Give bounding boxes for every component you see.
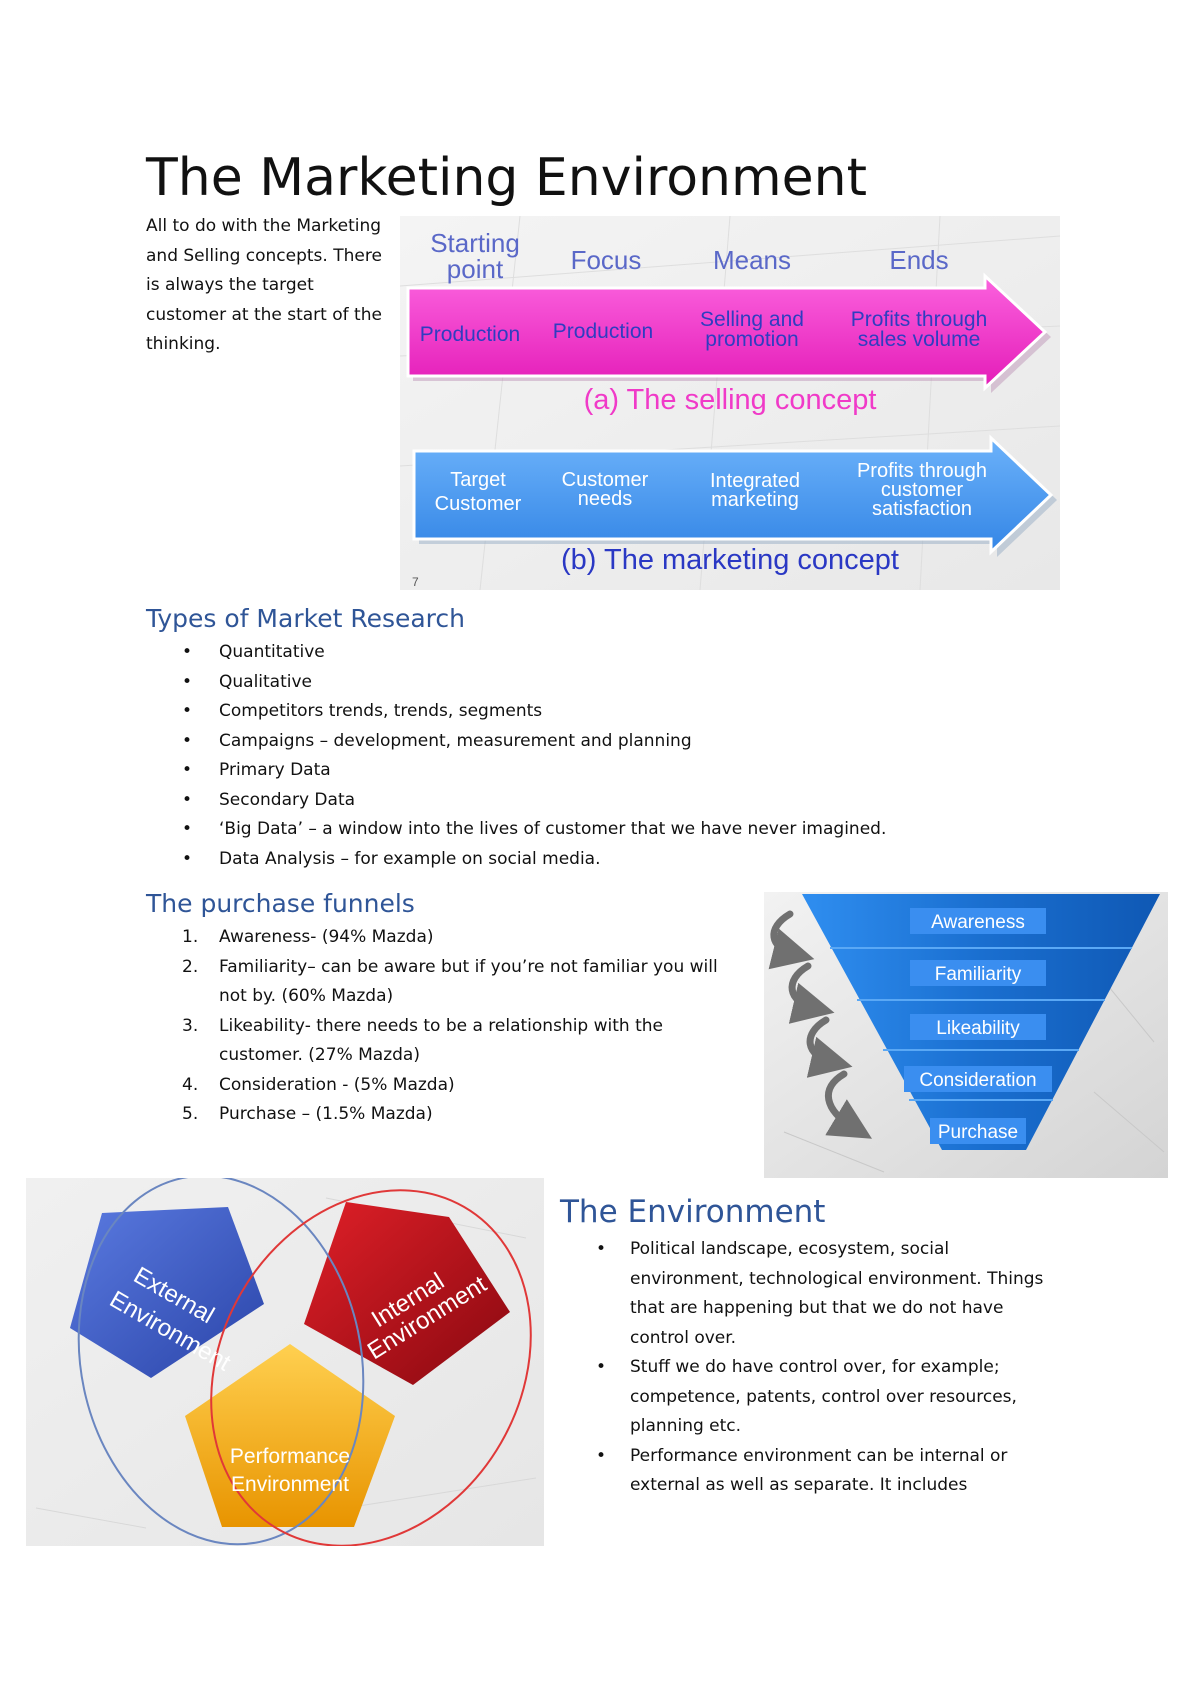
selling-cell-2: Production xyxy=(553,320,653,343)
funnel-heading: The purchase funnels xyxy=(146,889,415,918)
marketing-cell-3-line1: Integrated xyxy=(710,470,800,492)
concepts-figure: Starting point Focus Means Ends Producti… xyxy=(400,216,1060,590)
funnel-item-text: Likeability- there needs to be a relatio… xyxy=(219,1015,664,1066)
research-item: ‘Big Data’ – a window into the lives of … xyxy=(146,815,1046,845)
stage-familiarity: Familiarity xyxy=(935,964,1022,985)
research-item: Campaigns – development, measurement and… xyxy=(146,727,1046,757)
stage-awareness: Awareness xyxy=(931,912,1025,933)
funnel-item: 2. Familiarity– can be aware but if you’r… xyxy=(146,953,726,1012)
performance-label-line2: Environment xyxy=(231,1473,349,1496)
research-item: Competitors trends, trends, segments xyxy=(146,697,1046,727)
research-item: Qualitative xyxy=(146,668,1046,698)
research-list: QuantitativeQualitativeCompetitors trend… xyxy=(146,638,1046,874)
funnel-item-text: Purchase – (1.5% Mazda) xyxy=(219,1104,433,1124)
marketing-cell-1-line2: Customer xyxy=(435,493,522,515)
marketing-cell-2-line1: Customer xyxy=(562,469,649,491)
funnel-item: 3. Likeability- there needs to be a relat… xyxy=(146,1012,726,1071)
environments-figure: External Environment Internal Environmen… xyxy=(26,1178,544,1546)
external-pentagon xyxy=(70,1207,264,1378)
page-title: The Marketing Environment xyxy=(146,148,867,208)
selling-cell-3-line1: Selling and xyxy=(700,308,804,331)
external-ellipse xyxy=(77,1178,365,1546)
selling-cell-4-line2: sales volume xyxy=(858,328,981,351)
marketing-cell-4-line2: customer xyxy=(881,479,964,501)
selling-concept-arrow xyxy=(406,272,1048,392)
marketing-cell-3-line2: marketing xyxy=(711,489,799,511)
funnel-item-number: 5. xyxy=(182,1104,199,1124)
research-heading: Types of Market Research xyxy=(146,604,465,633)
stage-purchase: Purchase xyxy=(938,1122,1018,1143)
header-starting-line1: Starting xyxy=(430,228,520,258)
marketing-cell-1-line1: Target xyxy=(450,469,506,491)
environment-list: Political landscape, ecosystem, social e… xyxy=(560,1235,1060,1501)
internal-ellipse xyxy=(210,1189,532,1546)
funnel-item-text: Consideration - (5% Mazda) xyxy=(219,1074,455,1095)
performance-label-line1: Performance xyxy=(230,1445,350,1468)
funnel-stage-labels: Awareness Familiarity Likeability Consid… xyxy=(904,908,1052,1144)
marketing-concept-caption: (b) The marketing concept xyxy=(561,544,899,576)
funnel-figure: Awareness Familiarity Likeability Consid… xyxy=(764,892,1168,1178)
research-item: Secondary Data xyxy=(146,786,1046,816)
header-means: Means xyxy=(713,245,791,275)
header-focus: Focus xyxy=(571,245,642,275)
marketing-cell-2-line2: needs xyxy=(578,488,633,510)
research-item: Quantitative xyxy=(146,638,1046,668)
environment-item: Political landscape, ecosystem, social e… xyxy=(560,1235,1060,1353)
environment-item: Performance environment can be internal … xyxy=(560,1442,1060,1501)
research-item: Data Analysis – for example on social me… xyxy=(146,845,1046,875)
selling-cell-3-line2: promotion xyxy=(705,328,798,351)
funnel-item-text: Awareness- (94% Mazda) xyxy=(219,927,434,947)
header-ends: Ends xyxy=(889,245,948,275)
environment-heading: The Environment xyxy=(560,1194,826,1230)
funnel-item-number: 2. xyxy=(182,956,199,977)
selling-concept-caption: (a) The selling concept xyxy=(584,384,877,416)
stage-consideration: Consideration xyxy=(919,1070,1036,1091)
selling-cell-1: Production xyxy=(420,323,520,346)
funnel-list: 1. Awareness- (94% Mazda) 2. Familiarity– c… xyxy=(146,923,726,1130)
funnel-item-number: 4. xyxy=(182,1074,199,1095)
funnel-item: 5. Purchase – (1.5% Mazda) xyxy=(146,1100,726,1130)
research-item: Primary Data xyxy=(146,756,1046,786)
funnel-item: 1. Awareness- (94% Mazda) xyxy=(146,923,726,953)
marketing-concept-arrow xyxy=(412,434,1054,556)
internal-pentagon xyxy=(304,1202,510,1385)
intro-paragraph: All to do with the Marketing and Selling… xyxy=(146,216,382,354)
stage-likeability: Likeability xyxy=(936,1018,1020,1039)
funnel-item-number: 3. xyxy=(182,1015,199,1036)
funnel-item: 4. Consideration - (5% Mazda) xyxy=(146,1071,726,1101)
slide-number: 7 xyxy=(412,575,419,589)
environment-item: Stuff we do have control over, for examp… xyxy=(560,1353,1060,1442)
performance-pentagon xyxy=(185,1344,395,1527)
marketing-cell-4-line3: satisfaction xyxy=(872,498,972,520)
funnel-item-text: Familiarity– can be aware but if you’re … xyxy=(219,956,718,1007)
selling-cell-4-line1: Profits through xyxy=(851,308,988,331)
funnel-item-number: 1. xyxy=(182,927,199,947)
marketing-cell-4-line1: Profits through xyxy=(857,460,987,482)
header-starting-line2: point xyxy=(447,254,504,284)
funnel-curved-arrows xyxy=(768,910,873,1139)
